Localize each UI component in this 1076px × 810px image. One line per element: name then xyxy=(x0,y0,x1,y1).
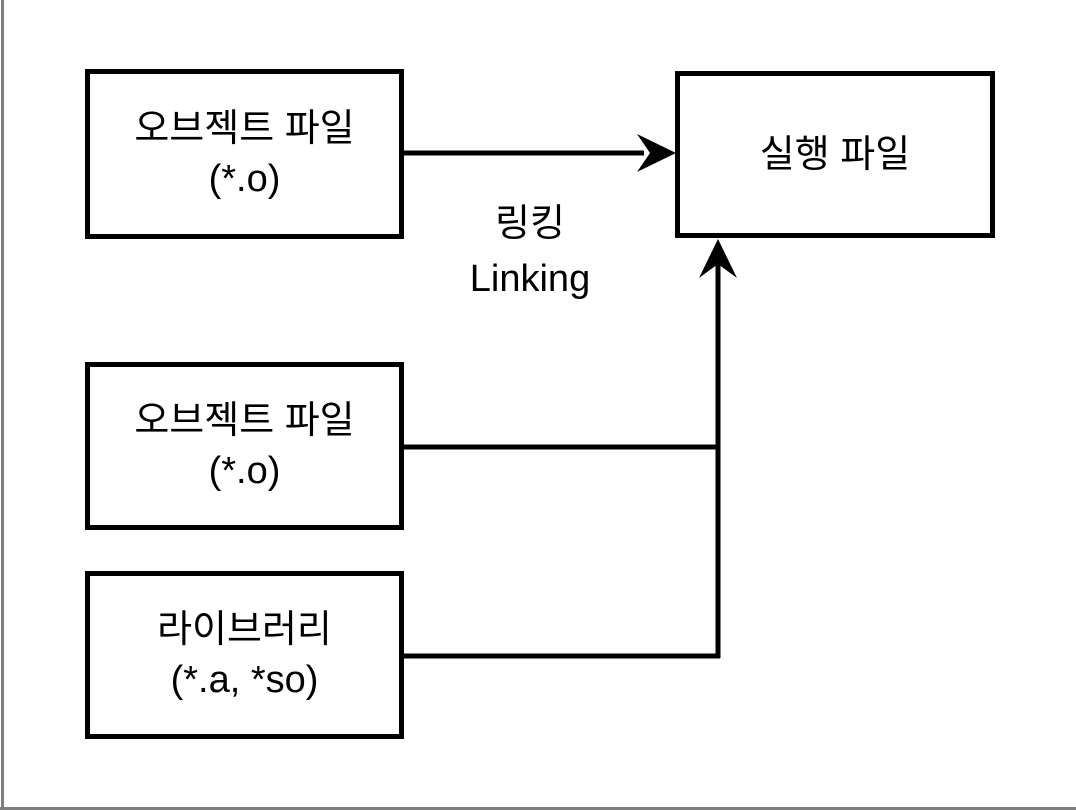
edge-label-korean: 링킹 xyxy=(495,203,565,245)
node-object-file-1-extension: (*.o) xyxy=(208,158,281,200)
edge-label-linking: 링킹 Linking xyxy=(405,197,655,307)
page-edge-left-rule xyxy=(1,0,4,810)
node-library-label: 라이브러리 xyxy=(157,609,332,651)
node-executable-file: 실행 파일 xyxy=(675,71,995,238)
node-library-extension: (*.a, *so) xyxy=(170,659,319,701)
node-object-file-2: 오브젝트 파일 (*.o) xyxy=(85,362,404,530)
edge-object1-to-executable xyxy=(403,134,676,172)
node-object-file-1-label: 오브젝트 파일 xyxy=(134,108,355,150)
node-object-file-2-extension: (*.o) xyxy=(208,450,281,492)
edge-label-english: Linking xyxy=(469,258,591,300)
edge-trunk-up-arrow xyxy=(699,239,737,658)
node-library: 라이브러리 (*.a, *so) xyxy=(85,571,404,739)
node-object-file-1: 오브젝트 파일 (*.o) xyxy=(85,69,404,239)
node-executable-file-label: 실행 파일 xyxy=(759,133,911,176)
node-object-file-2-label: 오브젝트 파일 xyxy=(134,400,355,442)
page-edge-bottom-rule xyxy=(0,807,1076,810)
